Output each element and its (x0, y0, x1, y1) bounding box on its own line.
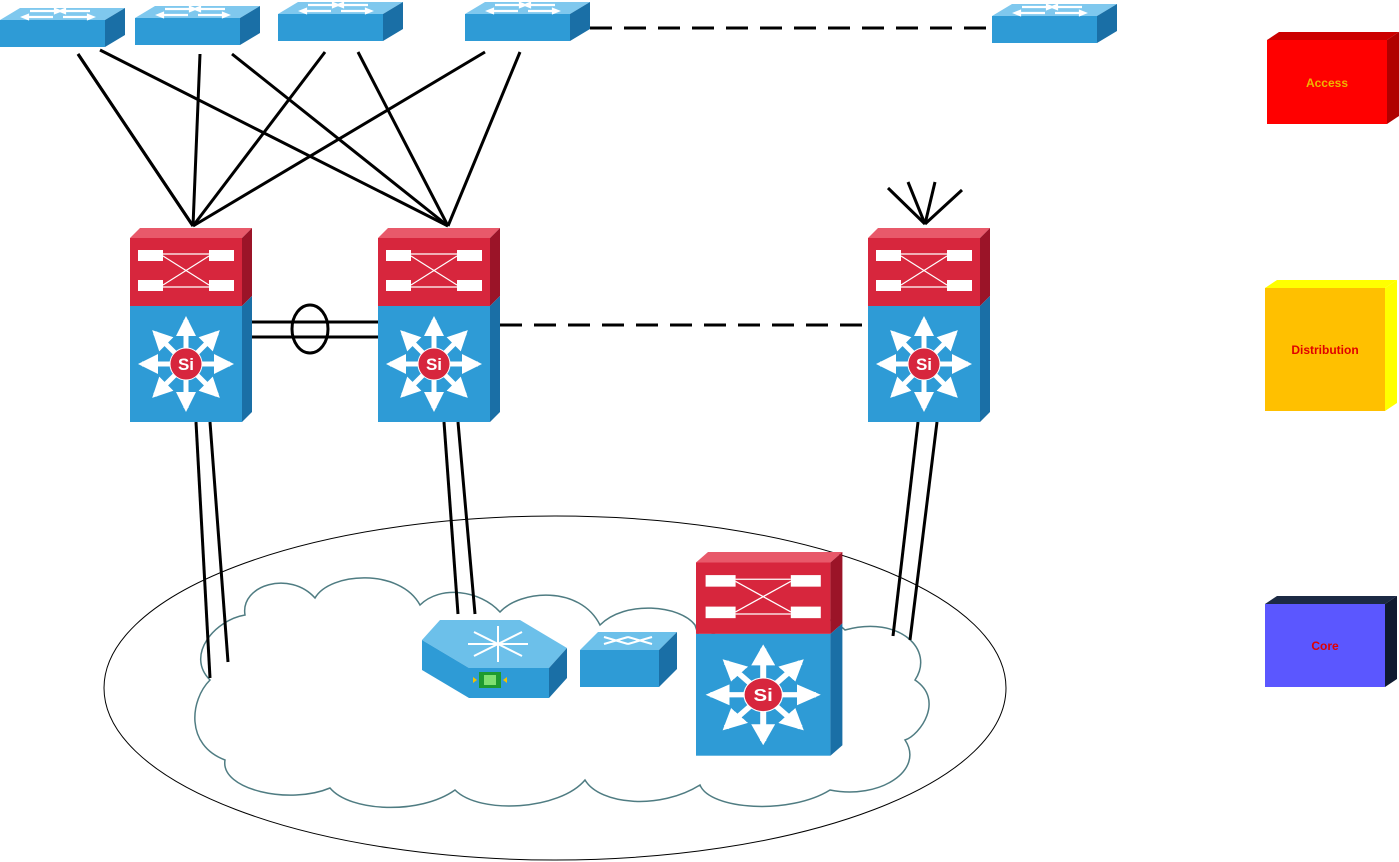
workgroup-switch-icon[interactable] (276, 0, 405, 43)
si-badge: Si (426, 355, 442, 374)
workgroup-switch-icon[interactable] (463, 0, 592, 43)
si-badge: Si (178, 355, 194, 374)
layer3-switch-distribution-3[interactable]: Si (868, 228, 990, 422)
access-uplinks (76, 48, 522, 228)
legend-access: Access (1267, 32, 1399, 124)
core-boundary (103, 515, 1007, 861)
workgroup-switch-icon[interactable] (0, 6, 127, 49)
si-badge: Si (916, 355, 932, 374)
uplink-stub-lines (886, 181, 964, 226)
layer3-switch-distribution-1[interactable]: Si (130, 228, 252, 422)
workgroup-switch-icon[interactable] (133, 4, 262, 47)
workgroup-switch-icon[interactable] (990, 2, 1119, 45)
legend-label-distribution: Distribution (1291, 343, 1358, 357)
core-uplinks (194, 421, 939, 679)
port-channel-link (252, 303, 378, 355)
atm-switch-icon[interactable] (422, 620, 567, 698)
layer3-switch-core[interactable]: Si (696, 552, 842, 756)
layer3-switch-distribution-2[interactable]: Si (378, 228, 500, 422)
si-badge: Si (754, 686, 773, 706)
legend-core: Core (1265, 596, 1397, 687)
router-icon[interactable] (580, 632, 677, 687)
legend-distribution: Distribution (1265, 280, 1397, 411)
legend-label-core: Core (1311, 639, 1339, 653)
legend-label-access: Access (1306, 76, 1348, 90)
